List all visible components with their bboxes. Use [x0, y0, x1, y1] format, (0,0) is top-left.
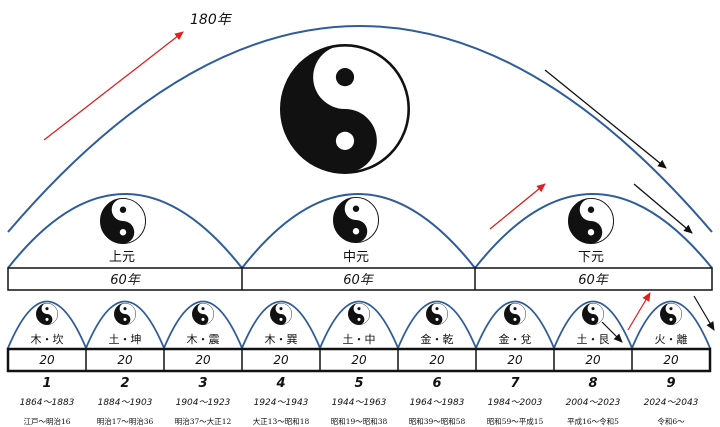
lower-era-years: 60年: [578, 273, 610, 288]
period-curve: [7, 300, 87, 349]
period-year-range: 1924～1943: [254, 398, 309, 408]
period-label: 木・坎: [31, 333, 64, 346]
falling-arrow-black-small-right: [693, 295, 715, 331]
period-yin-yang-icon: [660, 303, 682, 325]
middle-era-curve: [241, 193, 476, 269]
upper-era-years: 60年: [110, 273, 142, 288]
period-yin-yang-icon: [504, 303, 526, 325]
period-years: 20: [273, 353, 289, 367]
period-era-range: 令和6～: [657, 416, 685, 426]
middle-era-name: 中元: [343, 250, 369, 265]
lower-era-yin-yang-icon: [568, 198, 614, 244]
period-label: 土・艮: [577, 333, 610, 346]
period-era-range: 昭和59～平成15: [487, 416, 544, 426]
period-3: 木・震 20 3 1904～1923 明治37～大正12: [163, 300, 243, 426]
period-label: 金・兌: [499, 332, 532, 346]
period-era-range: 江戸～明治16: [23, 416, 70, 426]
period-era-range: 平成16～令和5: [567, 416, 619, 426]
period-year-range: 1904～1923: [176, 398, 231, 408]
period-curve: [241, 300, 321, 349]
period-1: 木・坎 20 1 1864～1883 江戸～明治16: [7, 300, 87, 426]
period-year-range: 1944～1963: [332, 398, 387, 408]
period-9: 火・離 20 9 2024～2043 令和6～: [631, 300, 711, 426]
period-number: 6: [432, 376, 441, 391]
period-label: 土・中: [343, 333, 376, 346]
period-number: 7: [510, 376, 520, 391]
period-year-range: 1964～1983: [410, 398, 465, 408]
period-year-range: 2004～2023: [566, 398, 621, 408]
period-yin-yang-icon: [114, 303, 136, 325]
period-number: 4: [275, 376, 285, 391]
period-number: 2: [120, 376, 129, 391]
period-label: 木・震: [187, 333, 220, 346]
period-years-box: [6, 347, 712, 373]
great-cycle-years-label: 180年: [190, 12, 233, 28]
upper-era-name: 上元: [109, 250, 135, 265]
period-era-range: 昭和39～昭和58: [409, 417, 466, 426]
period-curve: [631, 300, 711, 349]
period-curve: [163, 300, 243, 349]
large-yin-yang-icon: [280, 44, 410, 174]
period-years: 20: [351, 353, 367, 367]
rising-arrow-red: [43, 31, 184, 141]
era-years-box: [7, 267, 713, 291]
period-curve: [475, 300, 555, 349]
rising-arrow-red-small: [627, 292, 651, 331]
period-2: 土・坤 20 2 1884～1903 明治17～明治36: [85, 300, 165, 426]
period-year-range: 2024～2043: [644, 398, 699, 408]
period-yin-yang-icon: [348, 303, 370, 325]
period-yin-yang-icon: [426, 303, 448, 325]
period-curve: [397, 300, 477, 349]
period-years: 20: [429, 353, 445, 367]
period-era-range: 昭和19～昭和38: [331, 417, 388, 426]
period-number: 8: [588, 376, 597, 391]
period-yin-yang-icon: [582, 303, 604, 325]
period-years: 20: [39, 353, 55, 367]
period-label: 火・離: [655, 332, 688, 346]
period-number: 5: [354, 376, 363, 391]
falling-arrow-black-top: [544, 69, 667, 169]
period-years: 20: [195, 353, 211, 367]
period-years: 20: [507, 353, 523, 367]
period-era-range: 明治17～明治36: [97, 416, 154, 426]
period-8: 土・艮 20 8 2004～2023 平成16～令和5: [553, 300, 633, 426]
rising-arrow-red-mid: [489, 183, 546, 230]
period-era-range: 明治37～大正12: [175, 416, 232, 426]
upper-era-yin-yang-icon: [100, 198, 146, 244]
period-number: 1: [42, 376, 51, 391]
period-year-range: 1864～1883: [20, 398, 75, 408]
period-curve: [85, 300, 165, 349]
period-4: 木・巽 20 4 1924～1943 大正13～昭和18: [241, 300, 321, 426]
period-yin-yang-icon: [192, 303, 214, 325]
period-label: 土・坤: [109, 332, 142, 346]
period-yin-yang-icon: [36, 303, 58, 325]
period-number: 9: [666, 376, 675, 391]
falling-arrow-black-small: [601, 321, 623, 343]
period-number: 3: [198, 376, 207, 391]
lower-era-curve: [474, 193, 713, 269]
period-years: 20: [117, 353, 133, 367]
period-years: 20: [585, 353, 601, 367]
period-curve: [553, 300, 633, 349]
period-years: 20: [663, 353, 679, 367]
period-year-range: 1984～2003: [488, 398, 543, 408]
period-7: 金・兌 20 7 1984～2003 昭和59～平成15: [475, 300, 555, 426]
middle-era-yin-yang-icon: [333, 197, 379, 243]
falling-arrow-black-mid: [633, 183, 693, 234]
period-6: 金・乾 20 6 1964～1983 昭和39～昭和58: [397, 300, 477, 426]
period-label: 木・巽: [265, 333, 298, 346]
period-5: 土・中 20 5 1944～1963 昭和19～昭和38: [319, 300, 399, 426]
period-label: 金・乾: [421, 332, 454, 346]
period-yin-yang-icon: [270, 303, 292, 325]
period-year-range: 1884～1903: [98, 398, 153, 408]
period-curve: [319, 300, 399, 349]
lower-era-name: 下元: [578, 250, 604, 265]
upper-era-curve: [7, 193, 243, 269]
period-era-range: 大正13～昭和18: [253, 416, 310, 426]
great-cycle-curve: [7, 25, 713, 233]
middle-era-years: 60年: [343, 273, 375, 288]
